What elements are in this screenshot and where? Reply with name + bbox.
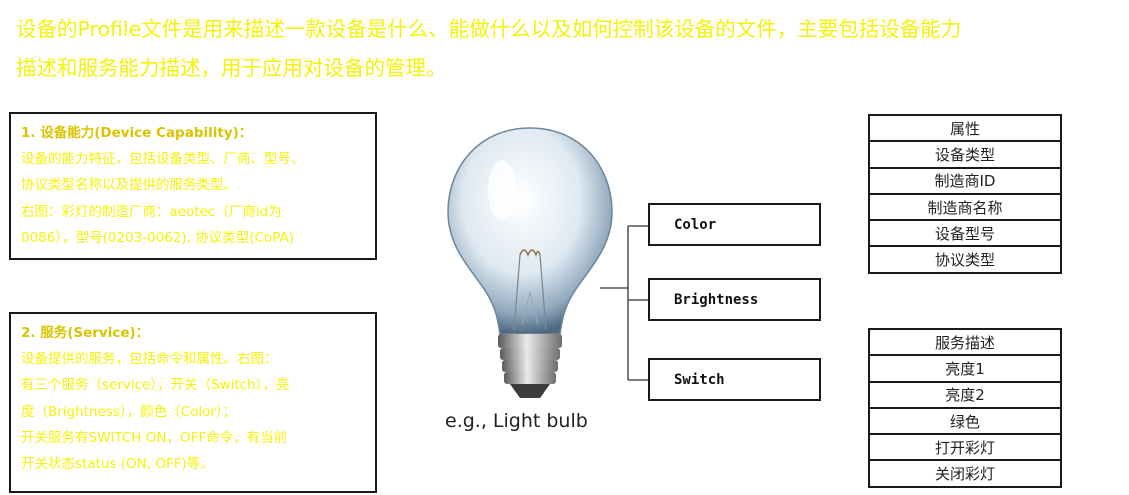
service-box: 2. 服务(Service)： 设备提供的服务，包括命令和属性。右图： 有三个服… — [9, 312, 377, 493]
table-row: 亮度1 — [870, 356, 1060, 383]
table-row: 打开彩灯 — [870, 435, 1060, 462]
table-row: 亮度2 — [870, 383, 1060, 409]
light-bulb-icon — [447, 127, 613, 398]
capability-line: 0086），型号(0203-0062), 协议类型(CoPA) — [21, 229, 295, 246]
device-capability-box: 1. 设备能力(Device Capability)： 设备的能力特征，包括设备… — [9, 112, 377, 260]
service-branch-line — [600, 225, 648, 381]
light-bulb-image — [440, 120, 620, 420]
capability-line: 协议类型名称以及提供的服务类型。 — [21, 177, 237, 194]
table-row: 制造商ID — [870, 169, 1060, 195]
table-row: 绿色 — [870, 409, 1060, 436]
table-row: 设备型号 — [870, 221, 1060, 248]
table-row: 设备类型 — [870, 142, 1060, 169]
table-row: 制造商名称 — [870, 195, 1060, 222]
intro-text: 设备的Profile文件是用来描述一款设备是什么、能做什么以及如何控制该设备的文… — [16, 10, 1121, 88]
table-row: 协议类型 — [870, 247, 1060, 274]
table-row: 关闭彩灯 — [870, 461, 1060, 488]
bulb-caption: e.g., Light bulb — [445, 410, 588, 432]
intro-line-2: 描述和服务能力描述，用于应用对设备的管理。 — [16, 56, 447, 80]
service-line: 开关状态status (ON, OFF)等。 — [21, 456, 214, 473]
service-title: 2. 服务(Service)： — [21, 325, 150, 341]
service-description-table: 服务描述 亮度1 亮度2 绿色 打开彩灯 关闭彩灯 — [868, 328, 1062, 488]
service-line: 度（Brightness），颜色（Color）； — [21, 403, 237, 420]
capability-line: 右图：彩灯的制造厂商：aeotec（厂商id为 — [21, 203, 282, 220]
service-line: 设备提供的服务，包括命令和属性。右图： — [21, 351, 278, 368]
service-switch-box: Switch — [648, 358, 821, 401]
service-line: 开关服务有SWITCH ON，OFF命令，有当前 — [21, 429, 288, 446]
table-row: 服务描述 — [870, 330, 1060, 357]
service-color-box: Color — [648, 203, 821, 246]
capability-title: 1. 设备能力(Device Capability)： — [21, 125, 253, 141]
capability-line: 设备的能力特征，包括设备类型、厂商、型号、 — [21, 151, 305, 168]
attributes-table: 属性 设备类型 制造商ID 制造商名称 设备型号 协议类型 — [868, 114, 1062, 274]
service-brightness-box: Brightness — [648, 278, 821, 321]
service-line: 有三个服务（service），开关（Switch），亮 — [21, 377, 290, 394]
table-row: 属性 — [870, 116, 1060, 143]
intro-line-1: 设备的Profile文件是用来描述一款设备是什么、能做什么以及如何控制该设备的文… — [16, 17, 962, 41]
